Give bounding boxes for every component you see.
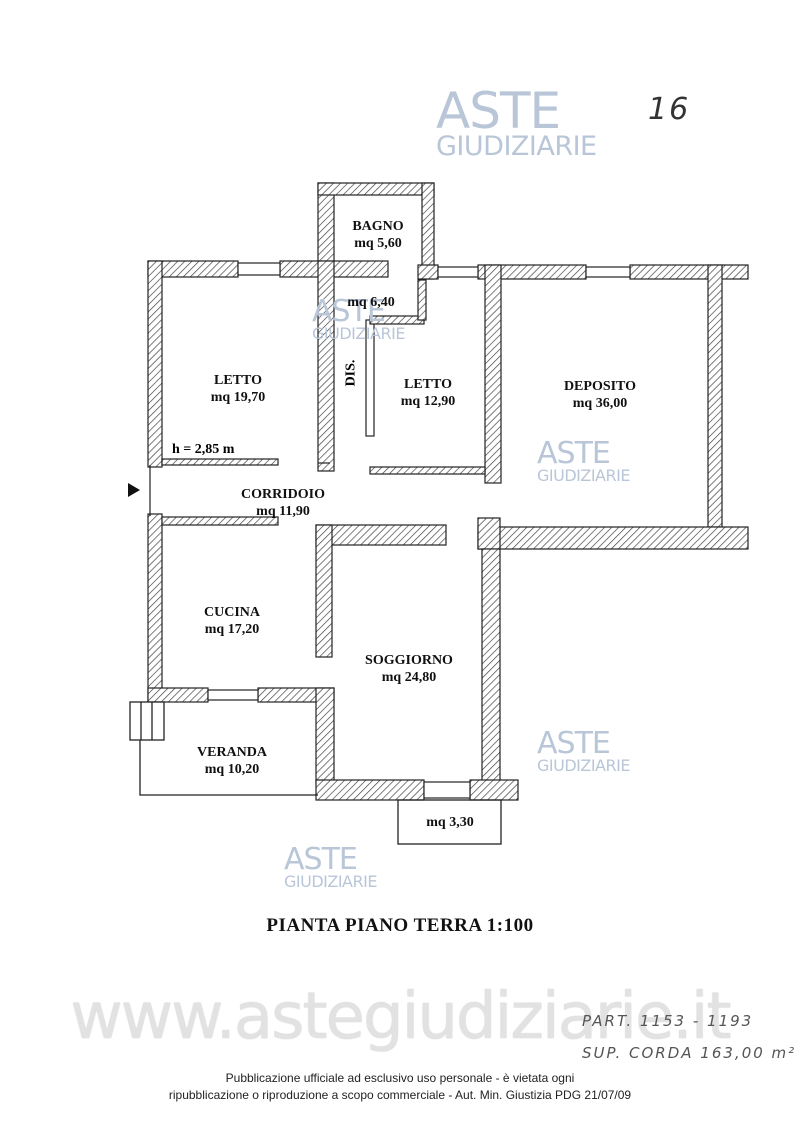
ceiling-height-label: h = 2,85 m xyxy=(172,442,235,457)
room-area-balcone: mq 3,30 xyxy=(426,815,474,830)
legal-notice: Pubblicazione ufficiale ad esclusivo uso… xyxy=(168,1071,632,1102)
page-number: 16 xyxy=(648,92,691,127)
plan-title: PIANTA PIANO TERRA 1:100 xyxy=(266,915,534,936)
aste-watermark-letto: ASTE GIUDIZIARIE xyxy=(312,294,405,343)
aste-watermark-right: ASTE GIUDIZIARIE xyxy=(537,726,630,775)
aste-watermark-top: ASTE GIUDIZIARIE xyxy=(436,82,597,162)
aste-watermark-deposito: ASTE GIUDIZIARIE xyxy=(537,436,630,485)
aste-watermark-bottom: ASTE GIUDIZIARIE xyxy=(284,842,377,891)
entrance-arrow-icon xyxy=(128,483,140,497)
windows xyxy=(207,262,631,799)
site-watermark: www.astegiudiziarie.it xyxy=(70,980,731,1054)
room-label-dis: DIS. xyxy=(343,359,359,387)
handwritten-particelle: PART. 1153 - 1193 xyxy=(582,1012,754,1030)
door-markers xyxy=(149,462,330,516)
room-area-dis: mq 6,40 xyxy=(347,295,395,310)
handwritten-superficie: SUP. CORDA 163,00 m² xyxy=(582,1044,797,1062)
veranda-outline xyxy=(129,701,502,845)
